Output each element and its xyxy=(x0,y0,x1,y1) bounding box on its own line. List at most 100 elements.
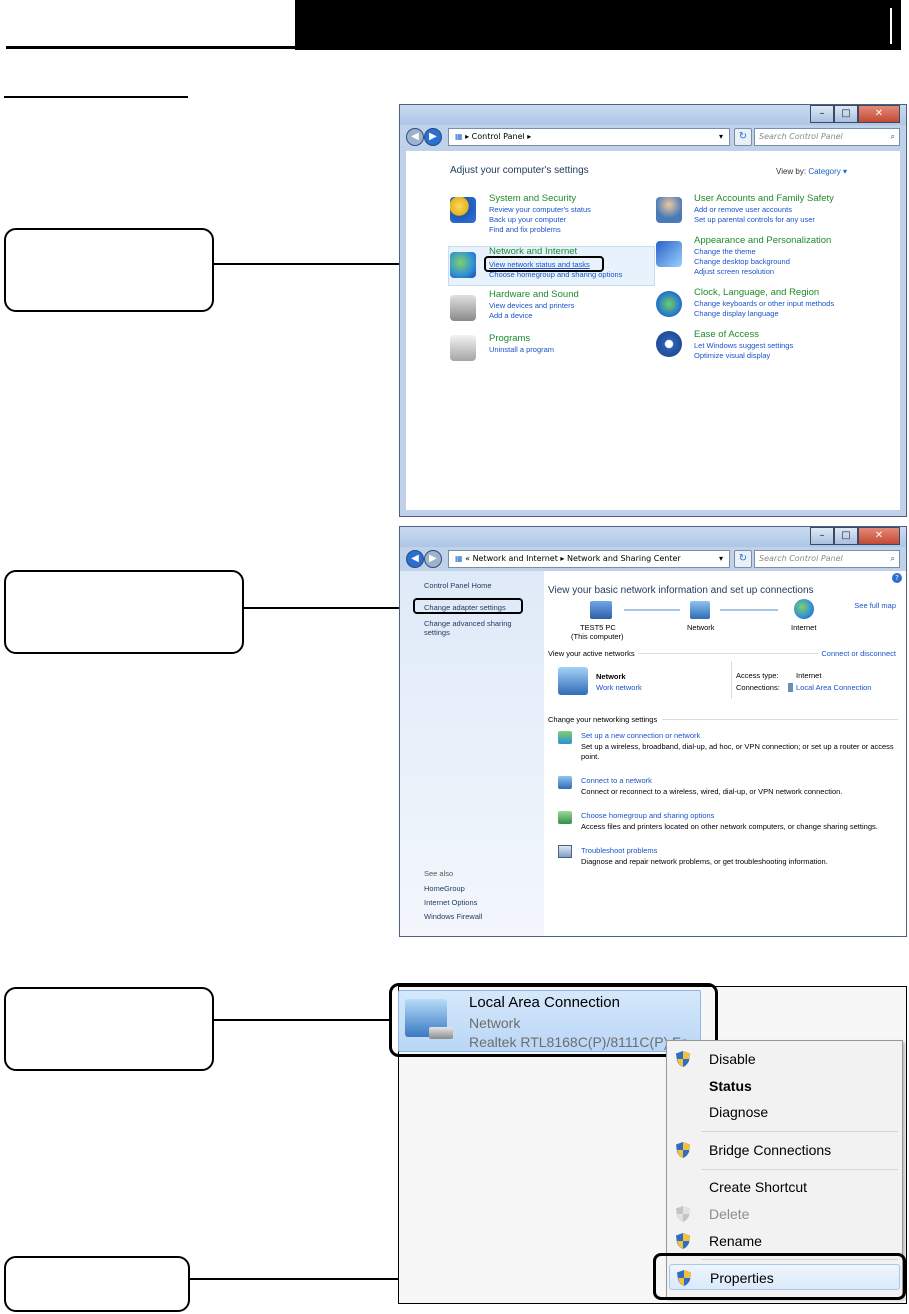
page-title: View your basic network information and … xyxy=(548,585,814,596)
local-area-connection-tile[interactable]: Local Area Connection Network Realtek RT… xyxy=(398,990,701,1052)
search-input[interactable]: Search Control Panel ⌕ xyxy=(754,550,900,568)
category-link[interactable]: Review your computer's status xyxy=(489,205,591,214)
view-by-dropdown[interactable]: Category ▾ xyxy=(808,167,848,176)
address-bar[interactable]: ▦ ▸ Control Panel ▸ ▾ xyxy=(448,128,730,146)
category-title[interactable]: Appearance and Personalization xyxy=(694,235,832,246)
back-icon[interactable]: ◀ xyxy=(406,128,424,146)
category-link[interactable]: Change the theme xyxy=(694,247,756,256)
breadcrumb-network-internet[interactable]: Network and Internet xyxy=(472,554,558,563)
category-link[interactable]: Choose homegroup and sharing options xyxy=(489,270,623,279)
menu-label: Status xyxy=(709,1078,752,1094)
troubleshoot-link[interactable]: Troubleshoot problems xyxy=(581,846,658,855)
menu-item-bridge[interactable]: Bridge Connections xyxy=(667,1137,902,1163)
view-by-value: Category xyxy=(808,167,841,176)
close-icon[interactable]: ✕ xyxy=(858,527,900,545)
internet-options-link[interactable]: Internet Options xyxy=(424,898,478,907)
maximize-icon[interactable]: □ xyxy=(834,105,858,123)
control-panel-window: – □ ✕ ◀ ▶ ▦ ▸ Control Panel ▸ ▾ ↻ Search… xyxy=(399,104,907,517)
access-type-label: Access type: xyxy=(736,671,779,680)
close-icon[interactable]: ✕ xyxy=(858,105,900,123)
view-by: View by: Category ▾ xyxy=(776,167,847,176)
forward-icon[interactable]: ▶ xyxy=(424,550,442,568)
forward-icon[interactable]: ▶ xyxy=(424,128,442,146)
category-title[interactable]: System and Security xyxy=(489,193,577,204)
local-area-connection-link[interactable]: Local Area Connection xyxy=(796,683,872,692)
category-link[interactable]: Add or remove user accounts xyxy=(694,205,792,214)
category-link[interactable]: Add a device xyxy=(489,311,533,320)
category-title[interactable]: Hardware and Sound xyxy=(489,289,579,300)
separator xyxy=(638,653,818,654)
category-link[interactable]: Set up parental controls for any user xyxy=(694,215,815,224)
refresh-icon[interactable]: ↻ xyxy=(734,550,752,568)
control-panel-home-link[interactable]: Control Panel Home xyxy=(424,581,492,590)
breadcrumb-sharing-center[interactable]: Network and Sharing Center xyxy=(566,554,681,563)
category-link[interactable]: View devices and printers xyxy=(489,301,575,310)
separator xyxy=(731,661,732,699)
address-bar[interactable]: ▦ « Network and Internet ▸ Network and S… xyxy=(448,550,730,568)
view-network-status-link[interactable]: View network status and tasks xyxy=(489,260,590,269)
menu-label: Properties xyxy=(710,1270,774,1286)
highlight-box xyxy=(413,598,523,614)
menu-item-delete[interactable]: Delete xyxy=(667,1201,902,1227)
category-title[interactable]: Programs xyxy=(489,333,531,344)
connect-network-link[interactable]: Connect to a network xyxy=(581,776,652,785)
minimize-icon[interactable]: – xyxy=(810,105,834,123)
refresh-icon[interactable]: ↻ xyxy=(734,128,752,146)
separator xyxy=(662,719,898,720)
title-bar: – □ ✕ xyxy=(400,105,906,125)
see-full-map-link[interactable]: See full map xyxy=(854,601,896,610)
windows-firewall-link[interactable]: Windows Firewall xyxy=(424,912,483,921)
breadcrumb-overflow[interactable]: « xyxy=(465,554,471,563)
category-link[interactable]: Optimize visual display xyxy=(694,351,771,360)
category-link[interactable]: Back up your computer xyxy=(489,215,567,224)
category-link[interactable]: Let Windows suggest settings xyxy=(694,341,794,350)
search-icon[interactable]: ⌕ xyxy=(890,132,895,141)
homegroup-options-link[interactable]: Choose homegroup and sharing options xyxy=(581,811,715,820)
help-icon[interactable]: ? xyxy=(892,573,902,583)
setup-connection-link[interactable]: Set up a new connection or network xyxy=(581,731,701,740)
category-title[interactable]: Clock, Language, and Region xyxy=(694,287,820,298)
category-link[interactable]: Change keyboards or other input methods xyxy=(694,299,835,308)
menu-item-create-shortcut[interactable]: Create Shortcut xyxy=(667,1174,902,1200)
path-separator: ▸ xyxy=(465,132,470,141)
menu-label: Delete xyxy=(709,1206,750,1222)
category-link[interactable]: Change display language xyxy=(694,309,779,318)
category-link[interactable]: Change desktop background xyxy=(694,257,790,266)
network-type-link[interactable]: Work network xyxy=(596,683,642,692)
category-link[interactable]: Adjust screen resolution xyxy=(694,267,775,276)
change-adapter-settings-link[interactable]: Change adapter settings xyxy=(424,603,506,612)
see-also-label: See also xyxy=(424,869,454,878)
category-title[interactable]: Ease of Access xyxy=(694,329,759,340)
menu-item-diagnose[interactable]: Diagnose xyxy=(667,1099,902,1125)
nav-pane: Control Panel Home Change adapter settin… xyxy=(400,571,544,936)
homegroup-link[interactable]: HomeGroup xyxy=(424,884,465,893)
highlight-box xyxy=(389,983,718,1057)
uac-shield-icon xyxy=(675,1050,691,1068)
back-icon[interactable]: ◀ xyxy=(406,550,424,568)
dropdown-arrow-icon[interactable]: ▾ xyxy=(718,132,723,141)
menu-label: Diagnose xyxy=(709,1104,769,1120)
menu-item-properties[interactable]: Properties xyxy=(669,1264,900,1290)
category-link[interactable]: Uninstall a program xyxy=(489,345,555,354)
minimize-icon[interactable]: – xyxy=(810,527,834,545)
title-bar: – □ ✕ xyxy=(400,527,906,547)
task-description: Diagnose and repair network problems, or… xyxy=(581,857,828,866)
connect-disconnect-link[interactable]: Connect or disconnect xyxy=(821,649,896,658)
troubleshoot-icon xyxy=(558,845,572,858)
category-title[interactable]: Network and Internet xyxy=(489,246,578,257)
maximize-icon[interactable]: □ xyxy=(834,527,858,545)
menu-item-rename[interactable]: Rename xyxy=(667,1228,902,1254)
category-title[interactable]: User Accounts and Family Safety xyxy=(694,193,834,204)
advanced-sharing-link[interactable]: Change advanced sharing xyxy=(424,619,512,628)
uac-shield-icon xyxy=(675,1141,691,1159)
dropdown-arrow-icon[interactable]: ▾ xyxy=(718,554,723,563)
search-input[interactable]: Search Control Panel ⌕ xyxy=(754,128,900,146)
menu-item-disable[interactable]: Disable xyxy=(667,1046,902,1072)
advanced-sharing-link[interactable]: settings xyxy=(424,628,450,637)
menu-item-status[interactable]: Status xyxy=(667,1073,902,1099)
category-hover-highlight xyxy=(448,246,655,286)
search-icon[interactable]: ⌕ xyxy=(890,554,895,563)
category-link[interactable]: Find and fix problems xyxy=(489,225,561,234)
task-description: Connect or reconnect to a wireless, wire… xyxy=(581,787,843,796)
access-type-value: Internet xyxy=(796,671,822,680)
